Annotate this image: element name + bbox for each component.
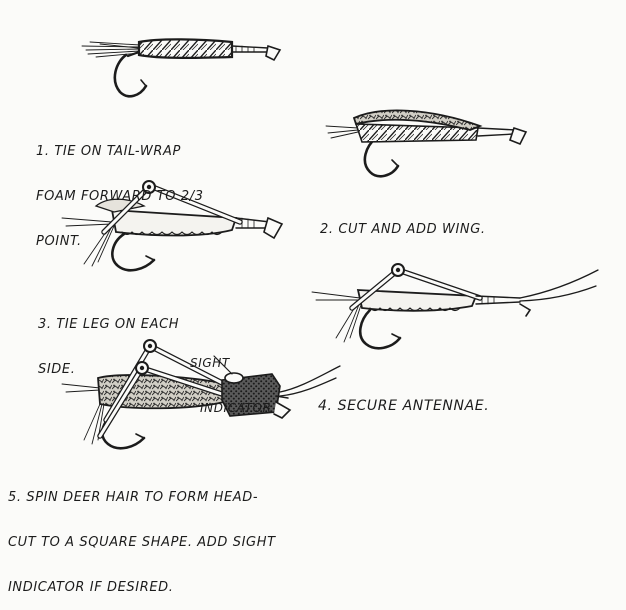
step-4-tail — [312, 292, 362, 342]
step-1-caption: 1. TIE ON TAIL-WRAP FOAM FORWARD TO 2/3 … — [36, 114, 204, 264]
step-5-caption-line: 5. SPIN DEER HAIR TO FORM HEAD- — [8, 490, 276, 505]
step-5-caption-line: INDICATOR IF DESIRED. — [8, 580, 276, 595]
step-4-antennae — [520, 270, 598, 316]
step-2-thread-shank — [478, 128, 526, 144]
step-1-caption-line: FOAM FORWARD TO 2/3 — [36, 189, 204, 204]
step-1-hook — [115, 52, 146, 96]
step-4-fly — [312, 264, 598, 348]
step-1-foam-body — [139, 39, 232, 58]
step-4-caption-line: 4. SECURE ANTENNAE. — [318, 399, 489, 414]
callout-line: SIGHT — [186, 356, 272, 371]
step-3-caption-line: 3. TIE LEG ON EACH — [38, 317, 179, 332]
sight-indicator-callout: SIGHT INDICATOR — [186, 326, 272, 431]
step-2-hook — [365, 138, 398, 176]
step-2-caption-line: 2. CUT AND ADD WING. — [320, 222, 486, 237]
step-1-caption-line: POINT. — [36, 234, 204, 249]
step-3-thread-shank — [236, 218, 282, 238]
step-1-caption-line: 1. TIE ON TAIL-WRAP — [36, 144, 204, 159]
callout-line: INDICATOR — [186, 401, 272, 416]
step-1-thread-shank — [232, 46, 280, 60]
step-3-caption-line: SIDE. — [38, 362, 179, 377]
step-2-caption: 2. CUT AND ADD WING. — [320, 192, 486, 252]
step-2-tail — [326, 126, 358, 138]
step-5-caption-line: CUT TO A SQUARE SHAPE. ADD SIGHT — [8, 535, 276, 550]
step-3-caption: 3. TIE LEG ON EACH SIDE. — [38, 287, 179, 392]
step-5-caption: 5. SPIN DEER HAIR TO FORM HEAD- CUT TO A… — [8, 460, 276, 610]
step-2-fly — [326, 110, 526, 176]
step-4-caption: 4. SECURE ANTENNAE. — [318, 369, 489, 429]
step-1-fly — [82, 39, 280, 96]
step-4-hook — [360, 310, 400, 348]
